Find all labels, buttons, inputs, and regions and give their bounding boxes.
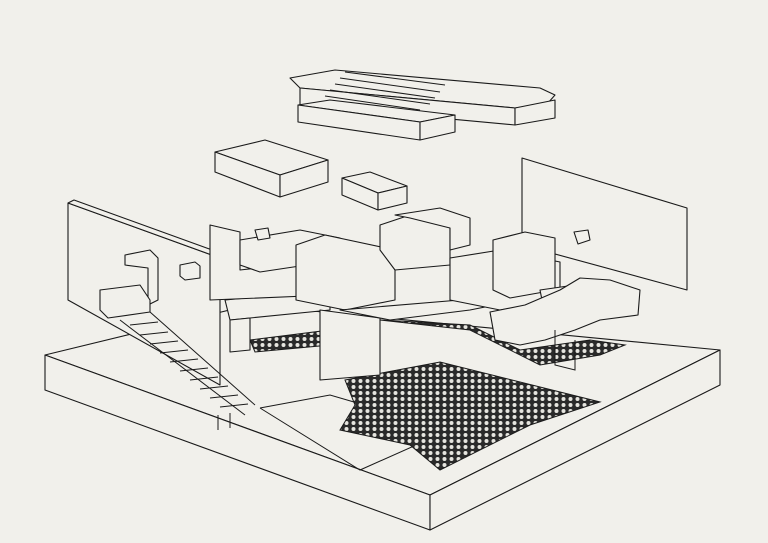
right-wall [521,157,688,291]
staircase [99,249,256,430]
floating-box-large [214,139,329,198]
roof-assembly [289,69,556,141]
right-structure [449,231,641,371]
floating-box-small [341,171,408,211]
